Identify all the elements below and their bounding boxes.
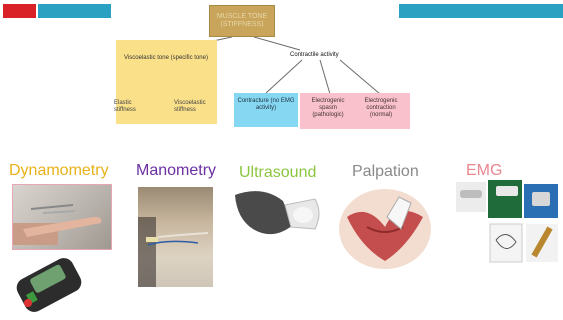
- emg-label: EMG: [466, 162, 502, 180]
- viscoelastic-title: Viscoelastic tone (specific tone): [120, 55, 212, 62]
- connector-contractile-contracture: [266, 60, 302, 93]
- connector-root-contractile: [254, 37, 300, 50]
- elastic-stiffness-node: Elastic stiffness: [114, 100, 154, 114]
- manometry-catheter-illustration: [138, 187, 213, 287]
- dynamometer-device: [14, 253, 90, 313]
- dynamometry-label: Dynamometry: [9, 162, 109, 180]
- root-node: MUSCLE TONE (STIFFNESS): [209, 5, 275, 37]
- electrogenic-contraction-node: Electrogenic contraction (normal): [355, 98, 407, 119]
- finger-probe-illustration: [13, 185, 111, 249]
- manometry-photo: [138, 187, 213, 287]
- connector-contractile-spasm: [320, 60, 330, 94]
- palpation-anatomy-illustration: [337, 187, 433, 271]
- ultrasound-photo: [233, 185, 325, 251]
- root-label: MUSCLE TONE (STIFFNESS): [217, 13, 267, 28]
- ultrasound-label: Ultrasound: [239, 164, 316, 182]
- emg-photos: [452, 180, 560, 266]
- palpation-label: Palpation: [352, 163, 419, 181]
- palpation-photo: [337, 187, 433, 271]
- contracture-node: Contracture (no EMG activity): [234, 93, 298, 127]
- dynamometry-photo: [12, 184, 112, 250]
- electrogenic-spasm-node: Electrogenic spasm (pathologic): [303, 98, 353, 119]
- emg-electrodes-illustration: [452, 180, 560, 266]
- connector-contractile-contraction: [340, 60, 380, 94]
- manometry-label: Manometry: [136, 162, 216, 180]
- ultrasound-probe-illustration: [233, 185, 325, 251]
- handheld-dynamometer-icon: [14, 253, 90, 313]
- viscoelastic-stiffness-node: Viscoelastic stiffness: [174, 100, 216, 114]
- contractile-activity-node: Contractile activity: [290, 52, 339, 58]
